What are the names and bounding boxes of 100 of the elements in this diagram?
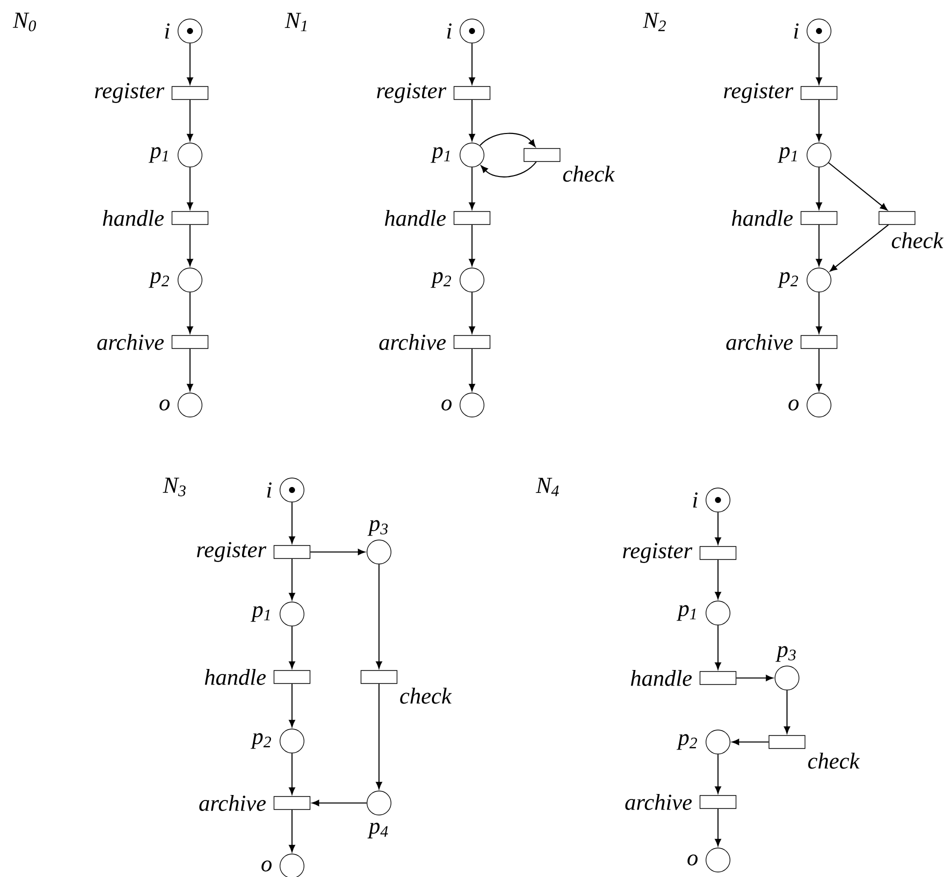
place-circle (178, 18, 202, 44)
arrow (376, 684, 382, 790)
place-circle (706, 730, 730, 754)
arrow (288, 810, 296, 852)
arrow (714, 754, 722, 794)
arrow (186, 100, 194, 142)
node-label: handle (630, 670, 692, 686)
net-name: N$_{3}$ (162, 478, 186, 496)
transition-box (700, 671, 736, 685)
arrow (480, 132, 536, 148)
node-label: handle (102, 210, 164, 226)
place-circle (178, 392, 202, 418)
transition-box (274, 796, 310, 810)
node-label: archive (199, 794, 266, 812)
arrow (310, 548, 366, 556)
arrow (468, 348, 476, 392)
transition-box (172, 335, 208, 349)
transition-box (524, 148, 560, 162)
node-label: i (447, 23, 452, 39)
place-circle (706, 600, 730, 626)
place-circle (280, 728, 304, 754)
place-circle (806, 268, 832, 292)
node-label: check (808, 752, 860, 769)
place-circle (706, 848, 730, 872)
transition-box (274, 670, 310, 684)
arrow (816, 292, 822, 334)
node-label: i (794, 23, 799, 39)
arrow (714, 512, 722, 545)
transition-box (172, 211, 208, 225)
arrow (480, 162, 537, 178)
place-circle (366, 540, 392, 564)
arrow (376, 564, 382, 669)
transition-box (454, 86, 490, 100)
node-label: p$_{3}$ (776, 646, 796, 662)
node-label: i (693, 492, 698, 508)
node-label: archive (379, 334, 446, 350)
arrow (288, 626, 296, 669)
transition-box (454, 335, 490, 349)
place-circle (280, 602, 304, 626)
arrow (816, 224, 822, 266)
node-label: register (724, 83, 794, 103)
place-circle (178, 268, 202, 292)
net-name: N$_{1}$ (284, 12, 306, 32)
transition-box (454, 211, 490, 225)
net-name: N$_{2}$ (642, 12, 666, 32)
node-label: p$_{1}$ (430, 147, 450, 163)
arrow (732, 738, 769, 746)
arrow (186, 292, 194, 334)
node-label: p$_{2}$ (778, 272, 798, 288)
node-label: handle (204, 668, 266, 686)
node-label: o (160, 399, 170, 410)
transition-box (172, 86, 208, 100)
node-label: handle (384, 210, 446, 226)
arrow (312, 800, 367, 806)
transition-box (800, 211, 838, 225)
arrow (288, 684, 296, 728)
arrow (186, 167, 194, 210)
arrow (468, 167, 476, 210)
node-label: register (197, 542, 266, 562)
node-label: register (622, 543, 692, 563)
node-label: p$_{4}$ (368, 822, 388, 838)
node-label: register (95, 83, 164, 103)
arrow (288, 502, 296, 544)
arrow (736, 674, 774, 682)
arrow (828, 162, 888, 210)
place-circle (806, 142, 832, 168)
place-circle (806, 18, 832, 44)
node-label: o (442, 399, 452, 410)
arrow (186, 348, 194, 392)
node-label: o (788, 399, 799, 410)
arrow (468, 292, 476, 334)
arrow (468, 100, 476, 142)
transition-box (274, 545, 310, 559)
node-label: i (165, 23, 170, 39)
node-label: p$_{3}$ (368, 520, 388, 536)
transition-box (800, 86, 838, 100)
node-label: archive (726, 334, 793, 350)
arrow (288, 558, 296, 600)
node-label: handle (732, 210, 793, 226)
arrow (816, 43, 822, 85)
place-circle (460, 268, 484, 292)
arrow (714, 560, 722, 600)
node-label: archive (97, 334, 164, 350)
transition-box (700, 795, 736, 809)
node-label: p$_{2}$ (250, 733, 272, 749)
arrow (288, 753, 296, 795)
arrow (186, 224, 194, 266)
arrow (186, 43, 194, 85)
arrow (468, 224, 476, 266)
arrow (714, 625, 722, 670)
arrow (784, 690, 790, 734)
node-label: p$_{1}$ (148, 147, 168, 163)
node-label: o (262, 860, 272, 872)
node-label: archive (625, 794, 692, 810)
arrow (468, 43, 476, 85)
place-circle (280, 478, 304, 502)
node-label: p$_{1}$ (676, 605, 696, 621)
place-circle (706, 488, 730, 512)
transition-box (878, 211, 916, 225)
place-circle (806, 392, 832, 418)
